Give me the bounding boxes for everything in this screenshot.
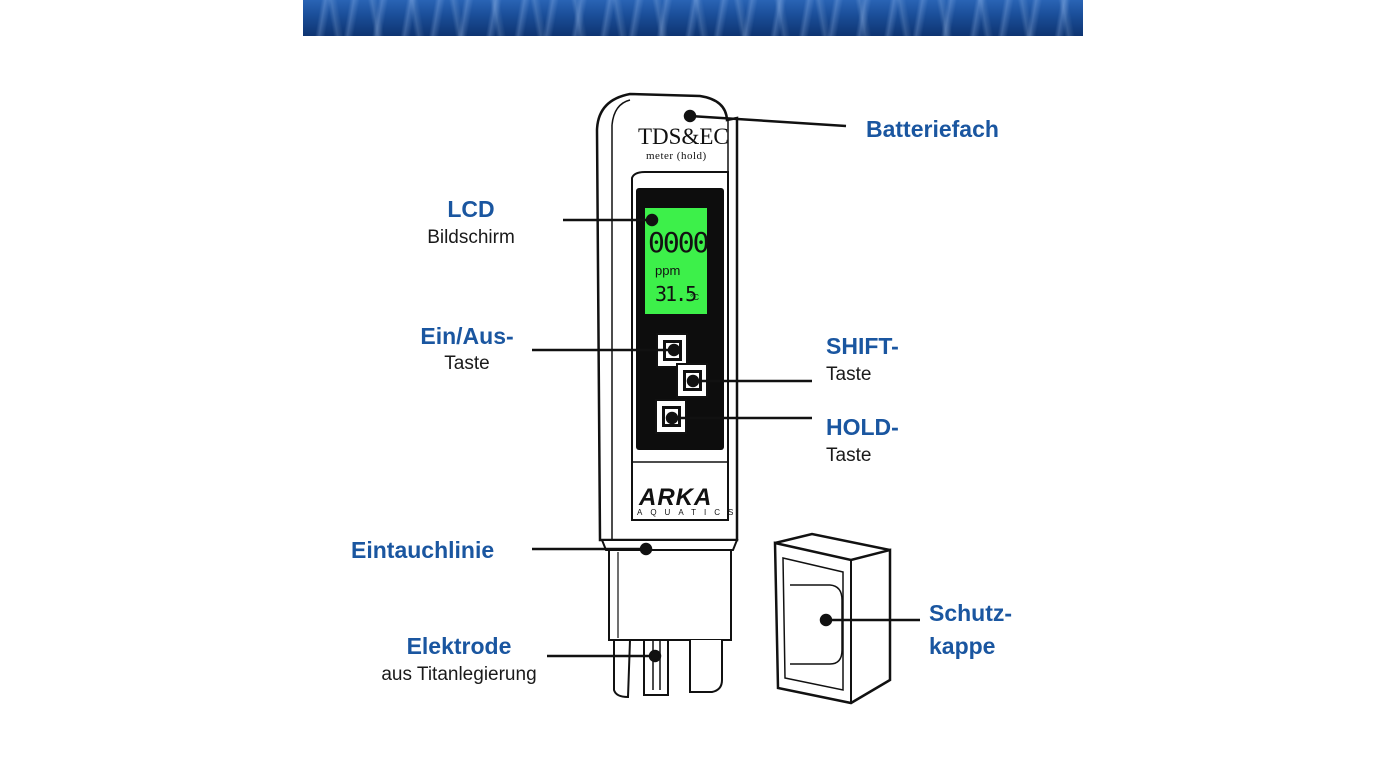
shift-button-sub-label: Taste (826, 364, 872, 385)
model-name: TDS&EC (638, 124, 729, 149)
immersion-collar (600, 539, 739, 551)
lcd-reading: 0000 (648, 226, 709, 259)
battery-compartment-label: Batteriefach (866, 116, 999, 142)
lcd-screen (645, 208, 707, 314)
power-button-sub-label: Taste (444, 353, 490, 374)
protective-cap-label-line1: Schutz- (929, 600, 1013, 626)
electrode-title-label: Elektrode (406, 633, 512, 659)
lcd-temperature: 31.5 (655, 282, 697, 306)
hold-button-sub-label: Taste (826, 445, 872, 466)
brand-subtitle: AQUATICS (637, 508, 742, 517)
model-subtitle: meter (hold) (646, 150, 707, 162)
immersion-line-label: Eintauchlinie (351, 537, 495, 563)
probe-shaft (608, 549, 732, 641)
brand-logo: ARKA (639, 484, 713, 511)
lcd-temperature-unit: °C (690, 293, 699, 302)
electrode-sub-label: aus Titanlegierung (381, 664, 537, 685)
lcd-title-label: LCD (447, 196, 495, 222)
power-button-title-label: Ein/Aus- (420, 323, 514, 349)
protective-cap (773, 532, 892, 705)
electrode-prongs (613, 639, 723, 699)
water-banner (303, 0, 1083, 36)
lcd-sub-label: Bildschirm (427, 227, 515, 248)
protective-cap-label-line2: kappe (929, 633, 996, 659)
shift-button-title-label: SHIFT- (826, 333, 899, 359)
lcd-unit: ppm (655, 263, 681, 278)
hold-button-title-label: HOLD- (826, 414, 899, 440)
